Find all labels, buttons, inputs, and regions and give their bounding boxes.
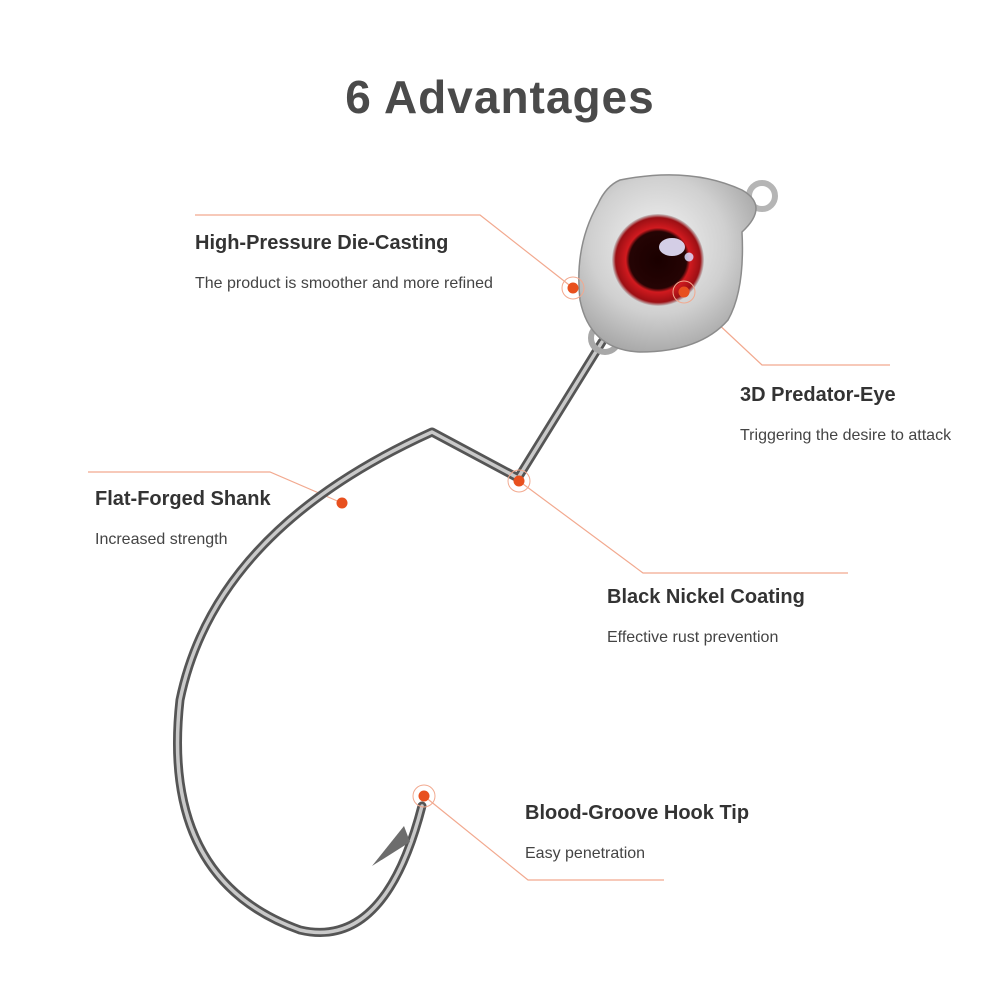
feature-heading: 3D Predator-Eye [740, 384, 896, 406]
feature-hook-tip: Blood-Groove Hook Tip Easy penetration [525, 802, 749, 863]
feature-shank: Flat-Forged Shank Increased strength [95, 488, 271, 549]
feature-description: The product is smoother and more refined [195, 275, 493, 292]
predator-eye [612, 214, 704, 306]
leader-line-hook-tip [423, 795, 664, 881]
marker-shank [336, 497, 348, 509]
feature-description: Increased strength [95, 531, 228, 548]
feature-description: Triggering the desire to attack [740, 427, 952, 444]
marker-hook-tip [412, 784, 436, 808]
feature-predator-eye: 3D Predator-Eye Triggering the desire to… [740, 384, 951, 445]
marker-die-casting [561, 276, 585, 300]
marker-coating [507, 469, 531, 493]
eye-highlight [659, 238, 685, 256]
feature-heading: Flat-Forged Shank [95, 488, 271, 510]
feature-die-casting: High-Pressure Die-Casting The product is… [195, 232, 493, 293]
hook-barb [372, 826, 410, 866]
page-title: 6 Advantages [345, 71, 655, 123]
feature-heading: Blood-Groove Hook Tip [525, 802, 750, 824]
feature-description: Effective rust prevention [607, 629, 779, 646]
feature-description: Easy penetration [525, 845, 646, 862]
callout-markers [336, 276, 696, 808]
leader-line-coating [518, 480, 848, 574]
leader-line-die-casting [195, 214, 574, 289]
marker-predator-eye [672, 280, 696, 304]
feature-heading: Black Nickel Coating [607, 586, 805, 608]
hook-wire [173, 337, 607, 937]
feature-heading: High-Pressure Die-Casting [195, 232, 449, 254]
feature-coating: Black Nickel Coating Effective rust prev… [607, 586, 805, 647]
jig-head [578, 174, 778, 355]
